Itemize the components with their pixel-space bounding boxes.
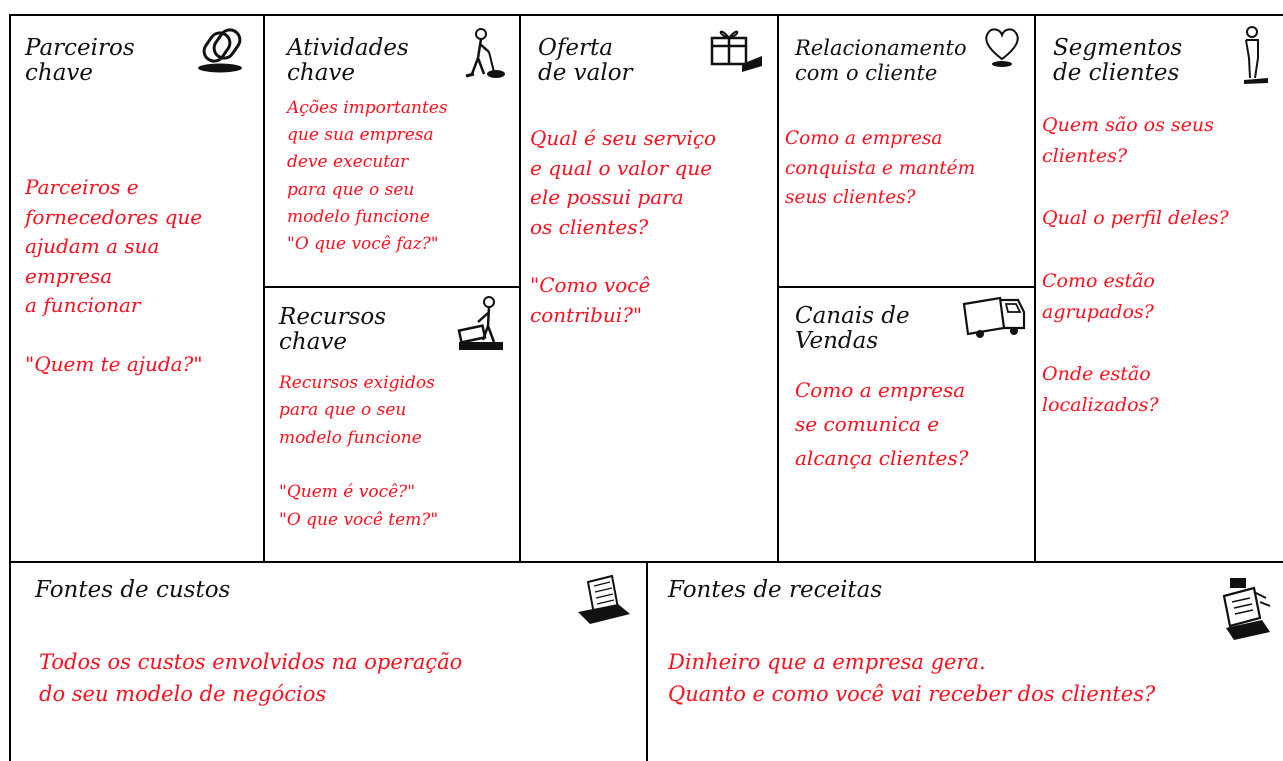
divider-1 (263, 14, 265, 562)
section-title: Oferta de valor (538, 35, 633, 86)
section-description: Recursos exigidos para que o seu modelo … (279, 373, 439, 530)
divider-2 (519, 14, 521, 562)
section-description: Como a empresa se comunica e alcança cli… (795, 378, 969, 470)
worker-cart-icon (456, 294, 510, 356)
section-description: Parceiros e fornecedores que ajudam a su… (25, 175, 203, 376)
border-left (9, 14, 11, 761)
section-title: Fontes de custos (35, 577, 231, 603)
divider-activities-resources (263, 286, 521, 288)
heart-icon (982, 25, 1022, 69)
section-title: Atividades chave (287, 35, 409, 86)
section-title: Parceiros chave (25, 35, 135, 86)
section-description: Qual é seu serviço e qual o valor que el… (530, 126, 717, 327)
section-description: Dinheiro que a empresa gera. Quanto e co… (668, 650, 1156, 706)
section-description: Ações importantes que sua empresa deve e… (287, 98, 448, 255)
section-description: Como a empresa conquista e mantém seus c… (785, 128, 976, 208)
section-title: Relacionamento com o cliente (795, 36, 967, 85)
border-top (9, 14, 1283, 16)
divider-3 (777, 14, 779, 562)
chain-link-icon (193, 24, 249, 74)
section-description: Todos os custos envolvidos na operação d… (39, 650, 463, 706)
divider-4 (1034, 14, 1036, 562)
divider-cost-revenue (646, 561, 648, 761)
person-icon (1240, 24, 1270, 86)
section-title: Recursos chave (279, 304, 387, 355)
truck-icon (960, 294, 1028, 342)
divider-relationship-channels (777, 286, 1036, 288)
gift-box-icon (706, 26, 764, 74)
section-title: Canais de Vendas (795, 303, 910, 354)
section-description: Quem são os seus clientes? Qual o perfil… (1042, 114, 1229, 417)
section-title: Segmentos de clientes (1053, 35, 1183, 86)
receipt-icon (572, 574, 642, 630)
cash-register-icon (1214, 574, 1280, 646)
worker-vacuum-icon (456, 26, 508, 82)
section-title: Fontes de receitas (668, 577, 883, 603)
